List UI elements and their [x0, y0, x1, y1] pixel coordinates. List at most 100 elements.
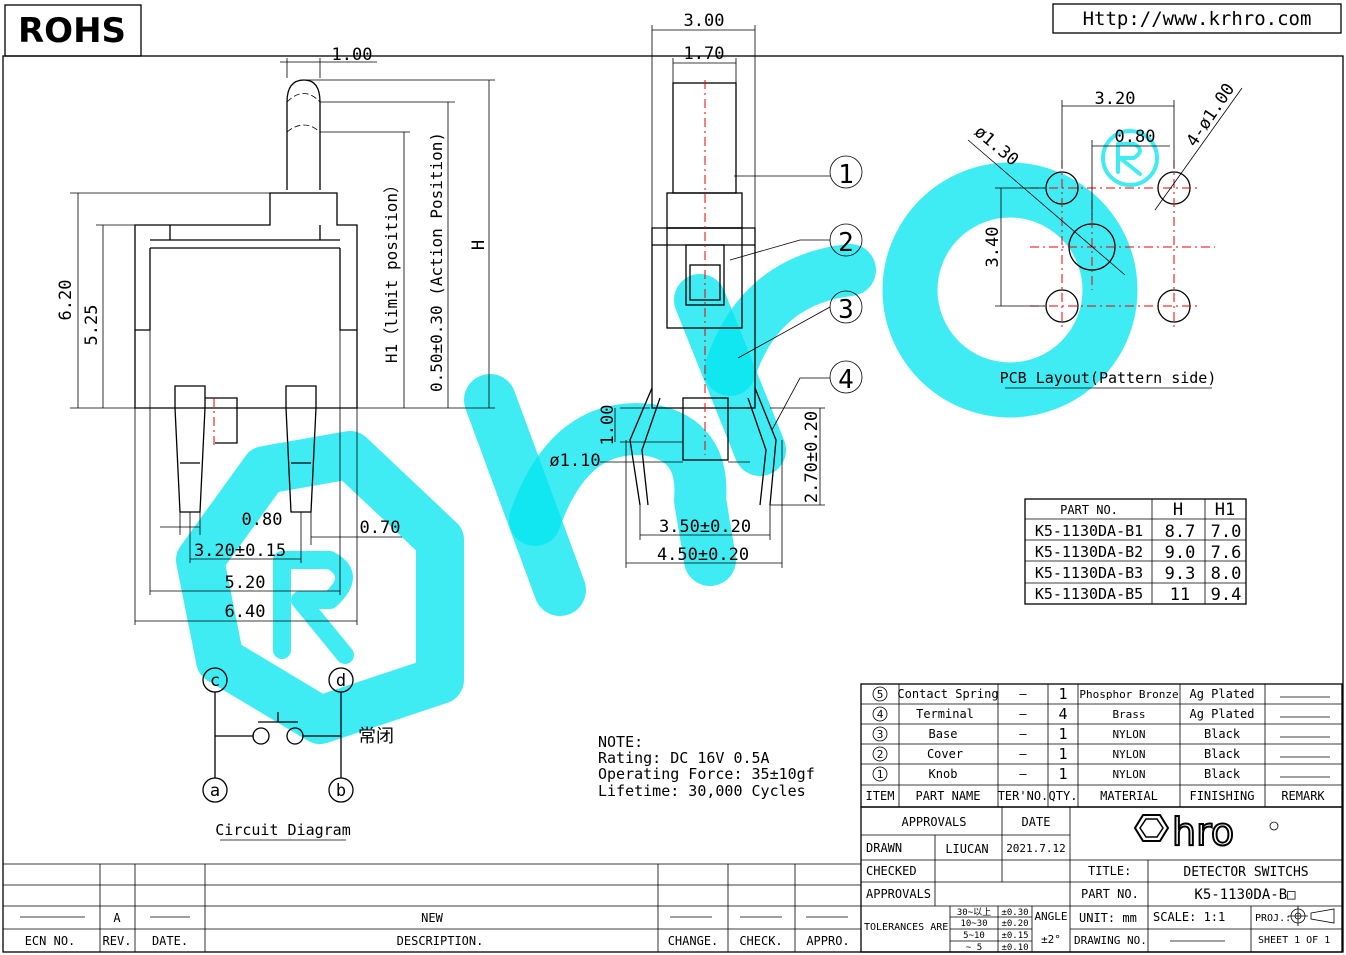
bom-material: NYLON: [1112, 728, 1145, 741]
bom-header-material: MATERIAL: [1100, 789, 1158, 803]
tb-tolerances: TOLERANCES ARE: [864, 922, 948, 933]
rev-row-rev: A: [113, 911, 121, 925]
bom-item: 5: [877, 688, 884, 701]
bom-ter-no: —: [1019, 707, 1027, 721]
title-block: APPROVALS DATE DRAWN LIUCAN 2021.7.12 CH…: [860, 806, 1343, 953]
variant-h: 9.3: [1165, 564, 1196, 584]
website-url: Http://www.krhro.com: [1083, 8, 1312, 30]
rohs-label: ROHS: [18, 11, 126, 51]
rev-header-change: CHANGE.: [668, 934, 719, 948]
dim-overall-height: 6.20: [56, 280, 76, 321]
dim-lead-offset: 1.00: [598, 405, 618, 446]
bom-item: 1: [877, 768, 884, 781]
tb-angle-label: ANGLE: [1034, 910, 1067, 923]
tb-tol-range: 5~10: [963, 931, 985, 941]
bom-header-ter-no: TER'NO.: [998, 789, 1049, 803]
bom-finishing: Black: [1204, 767, 1241, 781]
bom-ter-no: —: [1019, 727, 1027, 741]
tb-unit: UNIT: mm: [1079, 911, 1137, 925]
tb-approvals: APPROVALS: [901, 815, 966, 829]
bom-row: 5 Contact Spring — 1 Phosphor Bronze Ag …: [872, 685, 1330, 703]
bom-qty: 1: [1058, 765, 1067, 783]
hro-watermark: [176, 129, 1159, 744]
tb-drawn-label: DRAWN: [866, 841, 902, 855]
bom-header-finishing: FINISHING: [1189, 789, 1254, 803]
terminal-d: d: [336, 671, 346, 691]
variant-h: 9.0: [1165, 543, 1196, 563]
dim-outer-span: 4.50±0.20: [657, 545, 749, 565]
dim-top-width: 1.00: [332, 45, 373, 65]
callout-1: 1: [838, 160, 854, 190]
rev-header-ecn: ECN NO.: [25, 934, 76, 948]
callout-4: 4: [838, 365, 854, 395]
variant-h1: 7.6: [1211, 543, 1242, 563]
terminal-c: c: [210, 671, 220, 691]
bom-material: NYLON: [1112, 748, 1145, 761]
rev-header-date: DATE.: [152, 934, 188, 948]
pcb-offset: 0.80: [1115, 127, 1156, 147]
tb-sheet: SHEET 1 OF 1: [1258, 935, 1330, 946]
label-action-position: 0.50±0.30 (Action Position): [427, 132, 446, 392]
variant-row: K5-1130DA-B5 11 9.4: [1035, 585, 1242, 605]
bom-qty: 1: [1058, 745, 1067, 763]
variant-part: K5-1130DA-B2: [1035, 543, 1143, 561]
variant-header-h1: H1: [1215, 500, 1235, 520]
dim-lead-dia: ø1.10: [549, 451, 600, 471]
bom-material: NYLON: [1112, 768, 1145, 781]
dim-body-height: 5.25: [82, 305, 102, 346]
variant-h: 8.7: [1165, 522, 1196, 542]
terminal-b: b: [336, 781, 346, 801]
dim-width: 3.00: [684, 11, 725, 31]
bom-table: 5 Contact Spring — 1 Phosphor Bronze Ag …: [860, 683, 1343, 808]
bom-row: 2 Cover — 1 NYLON Black: [872, 745, 1330, 763]
tb-title: DETECTOR SWITCHS: [1183, 865, 1308, 880]
variant-row: K5-1130DA-B3 9.3 8.0: [1035, 564, 1242, 584]
projection-symbol-icon: [1288, 906, 1335, 926]
tb-tol-value: ±0.30: [1001, 908, 1028, 918]
bom-header-qty: QTY.: [1049, 789, 1078, 803]
tb-drawing-no: DRAWING NO.: [1074, 934, 1147, 947]
variant-part: K5-1130DA-B3: [1035, 564, 1143, 582]
dim-pin-gap: 0.70: [360, 518, 401, 538]
dim-pin-width: 0.80: [242, 510, 283, 530]
circuit-label: Circuit Diagram: [215, 821, 350, 839]
rev-row-description: NEW: [421, 911, 443, 925]
variant-h1: 7.0: [1211, 522, 1242, 542]
bom-part-name: Cover: [927, 747, 963, 761]
dim-pitch: 3.20±0.15: [194, 541, 286, 561]
variant-table: PART NO. H H1 K5-1130DA-B1 8.7 7.0 K5-11…: [1024, 498, 1247, 605]
tb-part-no: K5-1130DA-B□: [1194, 887, 1296, 903]
tb-tol-range: 10~30: [960, 919, 987, 929]
variant-h1: 9.4: [1211, 585, 1242, 605]
pcb-pitch-x: 3.20: [1095, 89, 1136, 109]
tb-part-label: PART NO.: [1081, 887, 1139, 901]
dim-knob-width: 1.70: [684, 44, 725, 64]
bom-material: Phosphor Bronze: [1079, 688, 1178, 701]
bom-item: 2: [877, 748, 884, 761]
variant-row: K5-1130DA-B2 9.0 7.6: [1035, 543, 1242, 563]
tb-date: DATE: [1022, 815, 1051, 829]
bom-item: 4: [877, 708, 884, 721]
note-title: NOTE:: [598, 733, 643, 751]
rev-header-check: CHECK.: [739, 934, 782, 948]
label-h1: H1（limit position）: [382, 177, 401, 363]
side-view: 1 2 3 4 3.00 1.70 1.00 ø1.10 2.70±0.20 3…: [549, 11, 863, 568]
dim-inner-span: 3.50±0.20: [659, 517, 751, 537]
bom-qty: 1: [1058, 685, 1067, 703]
dim-body-inner: 5.20: [225, 573, 266, 593]
tb-tol-value: ±0.20: [1001, 919, 1028, 929]
callout-3: 3: [838, 295, 854, 325]
note-line: Rating: DC 16V 0.5A: [598, 749, 770, 767]
bom-part-name: Base: [929, 727, 958, 741]
rev-header-rev: REV.: [103, 934, 132, 948]
variant-h1: 8.0: [1211, 564, 1242, 584]
variant-part: K5-1130DA-B5: [1035, 585, 1143, 603]
tb-title-label: TITLE:: [1088, 864, 1131, 878]
dim-body-outer: 6.40: [225, 602, 266, 622]
bom-qty: 1: [1058, 725, 1067, 743]
note-line: Operating Force: 35±10gf: [598, 765, 815, 783]
tb-scale: SCALE: 1:1: [1153, 910, 1225, 924]
circuit-state: 常闭: [358, 726, 394, 747]
variant-row: K5-1130DA-B1 8.7 7.0: [1035, 522, 1242, 542]
